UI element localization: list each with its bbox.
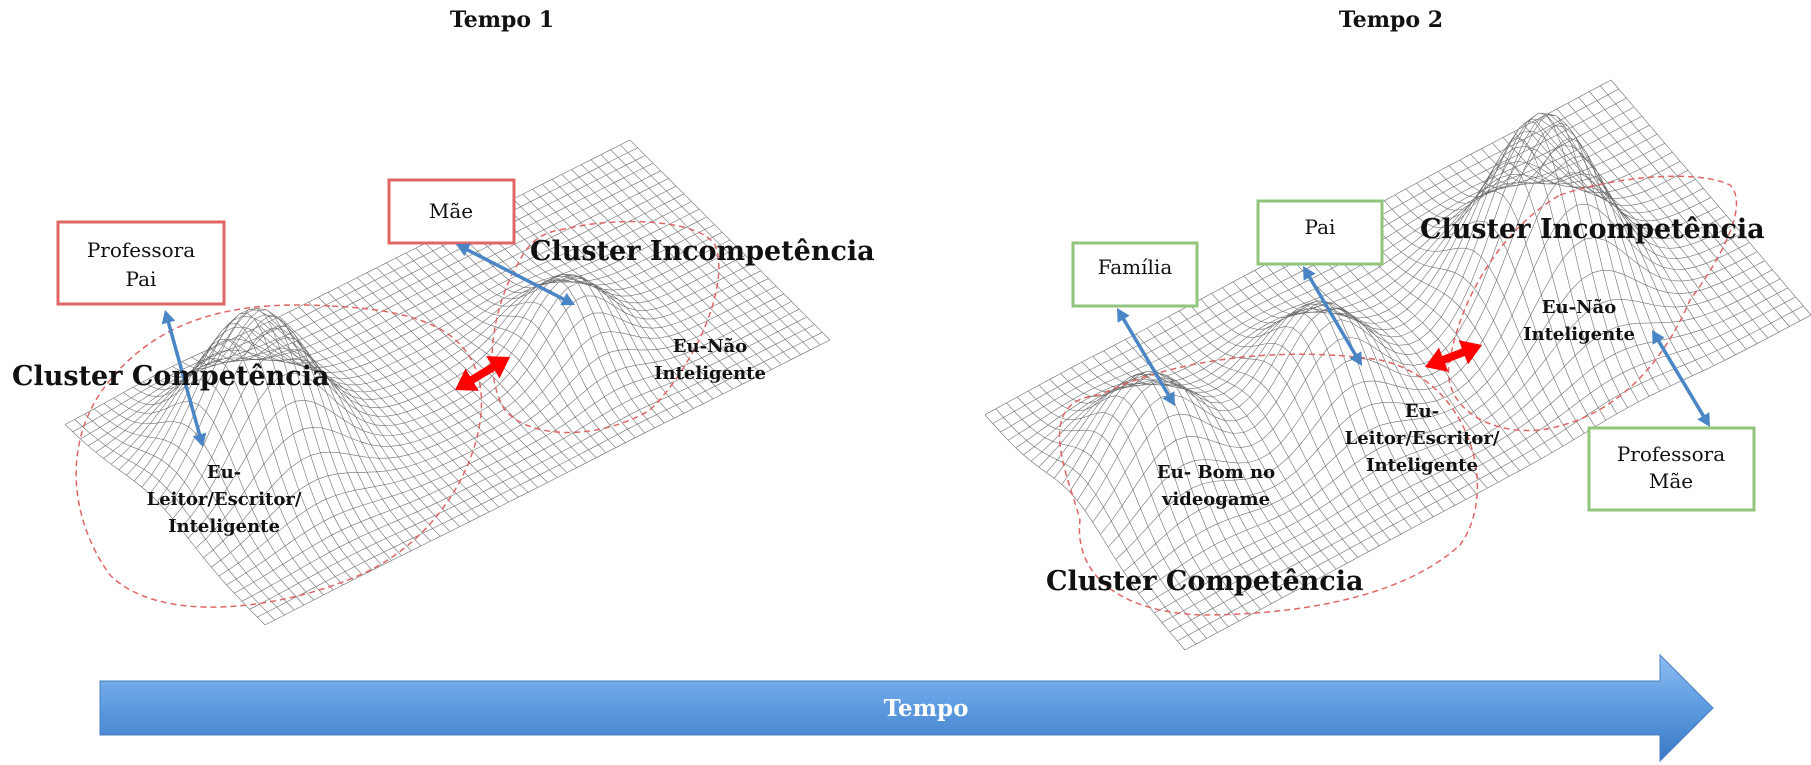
- peak-not-intelligent-t2-line2: Inteligente: [1523, 324, 1635, 345]
- peak-reader-t2-line3: Inteligente: [1366, 455, 1478, 476]
- panel-title-tempo-2: Tempo 2: [1339, 7, 1443, 33]
- peak-reader-t2-line2: Leitor/Escritor/: [1345, 428, 1500, 449]
- link-arrow-mother-to-not-intelligent: [456, 243, 575, 306]
- peak-not-intelligent-t2-line1: Eu-Não: [1542, 297, 1616, 318]
- link-arrow-teacher-mother-to-not-intelligent: [1652, 330, 1710, 427]
- timeline-arrow: Tempo: [99, 653, 1714, 763]
- cluster-incompetence-label-t2: Cluster Incompetência: [1420, 214, 1765, 245]
- link-arrow-father-to-reader: [1303, 266, 1362, 366]
- peak-label-videogame: Eu- Bom no videogame: [1157, 462, 1275, 510]
- box-teacher-father-line2: Pai: [126, 267, 157, 291]
- landscape-mesh-tempo-1: [64, 139, 831, 626]
- double-arrow-transition-t1: [455, 356, 510, 391]
- wireframe-grid: [984, 79, 1811, 651]
- double-arrow-transition-t2: [1425, 340, 1482, 372]
- peak-label-reader-t2: Eu- Leitor/Escritor/ Inteligente: [1345, 401, 1500, 476]
- peak-label-not-intelligent-t2: Eu-Não Inteligente: [1523, 297, 1635, 345]
- box-teacher-father-line1: Professora: [87, 238, 195, 262]
- cluster-incompetence-label-t1: Cluster Incompetência: [530, 236, 875, 267]
- box-teacher-father: Professora Pai: [56, 220, 226, 306]
- box-teacher-mother: Professora Mãe: [1587, 426, 1756, 512]
- landscape-mesh-tempo-2: [984, 79, 1811, 651]
- cluster-competence-label-t1: Cluster Competência: [12, 361, 329, 392]
- cluster-incompetence-outline-t2: [1447, 175, 1738, 432]
- wireframe-grid: [64, 139, 831, 626]
- box-family-label: Família: [1098, 255, 1173, 279]
- box-teacher-mother-line2: Mãe: [1649, 469, 1693, 493]
- box-father-t2: Pai: [1256, 199, 1384, 266]
- box-father-t2-label: Pai: [1305, 215, 1336, 239]
- peak-videogame-line1: Eu- Bom no: [1157, 462, 1275, 483]
- link-arrow-family-to-videogame: [1117, 308, 1175, 406]
- peak-reader-t1-line3: Inteligente: [168, 516, 280, 537]
- link-arrow-teacher-father-to-reader: [161, 310, 207, 447]
- panel-title-tempo-1: Tempo 1: [450, 7, 554, 33]
- peak-not-intelligent-t1-line1: Eu-Não: [673, 336, 747, 357]
- box-family: Família: [1071, 241, 1199, 308]
- box-mother-t1: Mãe: [387, 178, 516, 245]
- peak-not-intelligent-t1-line2: Inteligente: [654, 363, 766, 384]
- cluster-competence-outline-t1: [75, 304, 483, 608]
- peak-label-reader-t1: Eu- Leitor/Escritor/ Inteligente: [147, 462, 302, 537]
- peak-videogame-line2: videogame: [1161, 489, 1270, 510]
- cluster-competence-label-t2: Cluster Competência: [1046, 566, 1363, 597]
- peak-reader-t1-line2: Leitor/Escritor/: [147, 489, 302, 510]
- timeline-label: Tempo: [884, 695, 969, 722]
- peak-label-not-intelligent-t1: Eu-Não Inteligente: [654, 336, 766, 384]
- box-teacher-mother-line1: Professora: [1617, 442, 1725, 466]
- box-mother-t1-label: Mãe: [429, 199, 473, 223]
- peak-reader-t1-line1: Eu-: [207, 462, 241, 483]
- peak-reader-t2-line1: Eu-: [1405, 401, 1439, 422]
- cluster-competence-outline-t2: [1058, 353, 1479, 616]
